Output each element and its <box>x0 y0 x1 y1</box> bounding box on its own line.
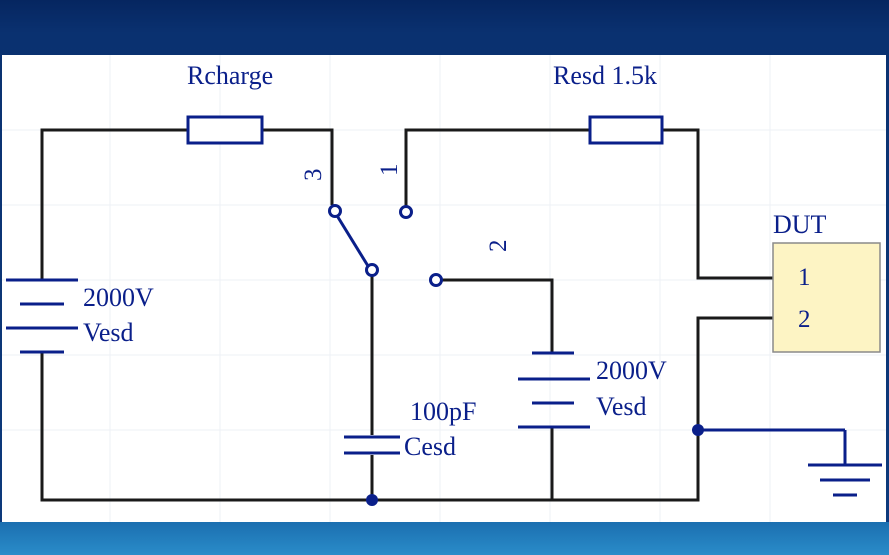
right-loop-wires <box>372 128 847 502</box>
resistor-esd <box>588 115 664 145</box>
schematic-canvas: Rcharge Resd 1.5k 3 1 2 2000V Vesd 100pF… <box>2 55 886 522</box>
switch-pin-2-label: 2 <box>485 240 512 253</box>
circuit-schematic: Rcharge Resd 1.5k 3 1 2 2000V Vesd 100pF… <box>2 55 886 522</box>
dut-title: DUT <box>773 210 827 239</box>
battery-left <box>6 278 78 354</box>
battery-right <box>518 351 590 429</box>
junction-bottom <box>366 494 378 506</box>
dut-pin-2-label: 2 <box>798 306 811 333</box>
battery-left-voltage-label: 2000V <box>83 283 154 312</box>
ground-icon <box>808 463 882 497</box>
battery-right-name-label: Vesd <box>596 392 647 421</box>
capacitor-name-label: Cesd <box>404 432 456 461</box>
switch <box>328 204 443 287</box>
left-loop-wires <box>40 128 374 502</box>
footer-band <box>0 522 889 555</box>
resistor-charge-label: Rcharge <box>187 61 273 90</box>
resistor-esd-label: Resd 1.5k <box>553 61 657 90</box>
battery-left-name-label: Vesd <box>83 318 134 347</box>
resistor-charge <box>186 115 264 145</box>
junction-ground <box>692 424 704 436</box>
switch-pin-3-label: 3 <box>300 169 327 182</box>
switch-pin-1-label: 1 <box>376 164 403 177</box>
dut-box <box>772 242 881 353</box>
capacitor <box>344 435 400 455</box>
capacitor-value-label: 100pF <box>410 397 476 426</box>
battery-right-voltage-label: 2000V <box>596 356 667 385</box>
dut-pin-1-label: 1 <box>798 264 811 291</box>
